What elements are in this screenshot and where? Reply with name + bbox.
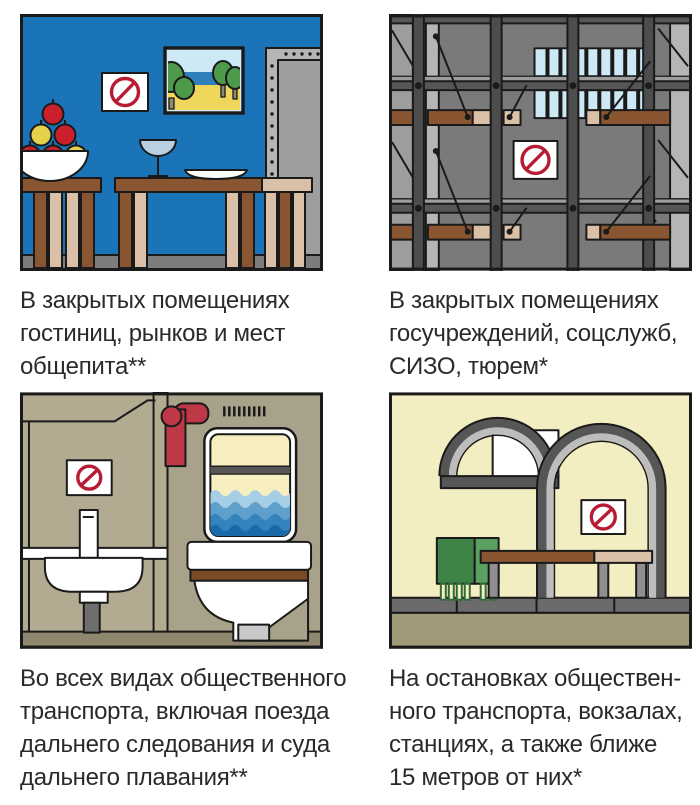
- panel-border: [389, 14, 692, 271]
- dining-room-illustration: [20, 14, 323, 271]
- no-smoking-sign: [512, 140, 559, 180]
- toilet: [186, 540, 313, 642]
- canopy-fascia: [439, 475, 560, 490]
- caption-line: дальнего плавания**: [20, 764, 248, 791]
- caption-line: Во всех видах общественного: [20, 665, 347, 692]
- panel-border: [389, 392, 692, 649]
- no-smoking-sign: [65, 459, 113, 497]
- lavatory-illustration: [20, 392, 323, 649]
- transit-stop-illustration: [389, 392, 692, 649]
- caption-line: 15 метров от них*: [389, 764, 582, 791]
- caption-public-transport: Во всех видах общественного транспорта, …: [20, 662, 347, 794]
- card-public-transport: Во всех видах общественного транспорта, …: [20, 392, 347, 794]
- caption-line: станциях, а также ближе: [389, 731, 658, 758]
- bench: [479, 549, 654, 599]
- caption-line: В закрытых помещениях: [20, 287, 290, 314]
- ceiling-rail: [389, 14, 692, 25]
- no-smoking-icon: [76, 464, 103, 491]
- curb: [389, 596, 692, 614]
- caption-line: транспорта, включая поезда: [20, 698, 330, 725]
- card-transport-stops: На остановках обществен- ного транспорта…: [389, 392, 700, 794]
- arched-shelter: [438, 416, 667, 598]
- no-smoking-icon: [520, 144, 551, 176]
- card-hotels-markets-catering: В закрытых помещениях гостиниц, рынков и…: [20, 14, 335, 383]
- wall-seams: [20, 399, 156, 632]
- caption-transport-stops: На остановках обществен- ного транспорта…: [389, 662, 700, 794]
- caption-line: госучреждений, соцслужб,: [389, 320, 678, 347]
- toilet-seat: [189, 568, 310, 582]
- red-pipes: [160, 402, 210, 468]
- vent-grille: [223, 406, 266, 417]
- bunk-shelves-upper: [389, 33, 672, 127]
- no-smoking-sign: [580, 499, 627, 535]
- panel-border: [20, 14, 323, 271]
- bowl: [20, 150, 89, 182]
- fruit-bowl: [20, 99, 89, 182]
- landscape-picture: [163, 46, 245, 115]
- caption-line: дальнего следования и суда: [20, 731, 330, 758]
- caption-hotels-markets-catering: В закрытых помещениях гостиниц, рынков и…: [20, 284, 335, 383]
- cocktail-glass: [139, 139, 177, 177]
- basin: [43, 556, 144, 593]
- porthole-window: [203, 427, 298, 544]
- rail-bolts: [414, 82, 653, 212]
- bunk-shelves-lower: [389, 147, 672, 241]
- caption-line: В закрытых помещениях: [389, 287, 659, 314]
- side-table-right: [261, 177, 313, 269]
- prison-interior-illustration: [389, 14, 692, 271]
- caption-line: На остановках обществен-: [389, 665, 681, 692]
- caption-line: общепита**: [20, 353, 147, 380]
- no-smoking-icon: [109, 76, 141, 108]
- no-smoking-icon: [589, 503, 617, 531]
- caption-line: ного транспорта, вокзалах,: [389, 698, 683, 725]
- dining-table: [114, 177, 263, 269]
- drain-pipe: [82, 601, 101, 634]
- caption-line: СИЗО, тюрем*: [389, 353, 548, 380]
- caption-line: гостиниц, рынков и мест: [20, 320, 286, 347]
- horizontal-rails: [389, 75, 692, 214]
- panel-border: [20, 392, 323, 649]
- no-smoking-sign: [101, 72, 149, 112]
- vertical-posts: [411, 14, 656, 271]
- plate: [184, 169, 248, 180]
- card-state-institutions-prisons: В закрытых помещениях госучреждений, соц…: [389, 14, 700, 383]
- caption-state-institutions-prisons: В закрытых помещениях госучреждений, соц…: [389, 284, 700, 383]
- ground: [389, 611, 692, 649]
- washbasin: [43, 509, 144, 634]
